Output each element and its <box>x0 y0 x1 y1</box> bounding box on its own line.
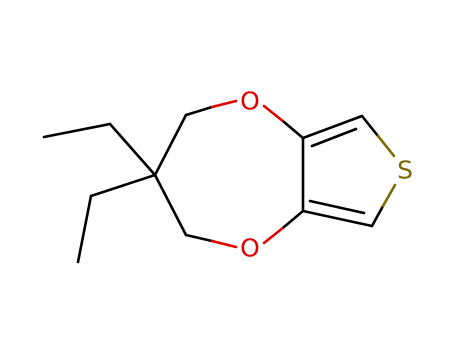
bond-ring-bottom-double-inner <box>308 199 366 215</box>
bond-o-bottom-ring-oxygen-half <box>262 225 286 245</box>
oxygen-atom-top: O <box>240 87 260 116</box>
bond-ring-top-double-outer <box>301 114 364 140</box>
oxygen-atom-bottom: O <box>240 234 260 263</box>
bond-c4-s-sulfur-half <box>381 183 397 208</box>
sulfur-atom: S <box>397 156 413 185</box>
bond-ch2-o-top-oxygen-half <box>210 99 238 109</box>
bond-ch2-o-bottom-carbon-half <box>184 233 214 243</box>
bond-o-top-ring-carbon-half <box>282 120 305 140</box>
bond-c1-s-sulfur-half <box>376 134 396 158</box>
bond-ring-bottom-double-outer <box>301 209 374 228</box>
bond-o-top-ring-oxygen-half <box>262 104 286 124</box>
bond-ethyl-lower-terminal <box>76 194 93 264</box>
bond-c1-s-carbon-half <box>360 114 380 138</box>
bond-ethyl-upper-ch2 <box>108 122 157 177</box>
bond-ch2-o-bottom-oxygen-half <box>210 239 238 249</box>
bond-ethyl-lower-ch2 <box>89 173 157 198</box>
bond-ethyl-upper-terminal <box>42 122 112 139</box>
bond-ch2-o-top-carbon-half <box>184 105 214 117</box>
bond-ring-top-double-inner <box>310 127 358 148</box>
bond-c4-s-carbon-half <box>370 204 385 228</box>
bond-cq-ch2-top <box>153 113 188 177</box>
bond-cq-ch2-bottom <box>153 173 188 237</box>
bond-o-bottom-ring-carbon-half <box>282 209 305 229</box>
